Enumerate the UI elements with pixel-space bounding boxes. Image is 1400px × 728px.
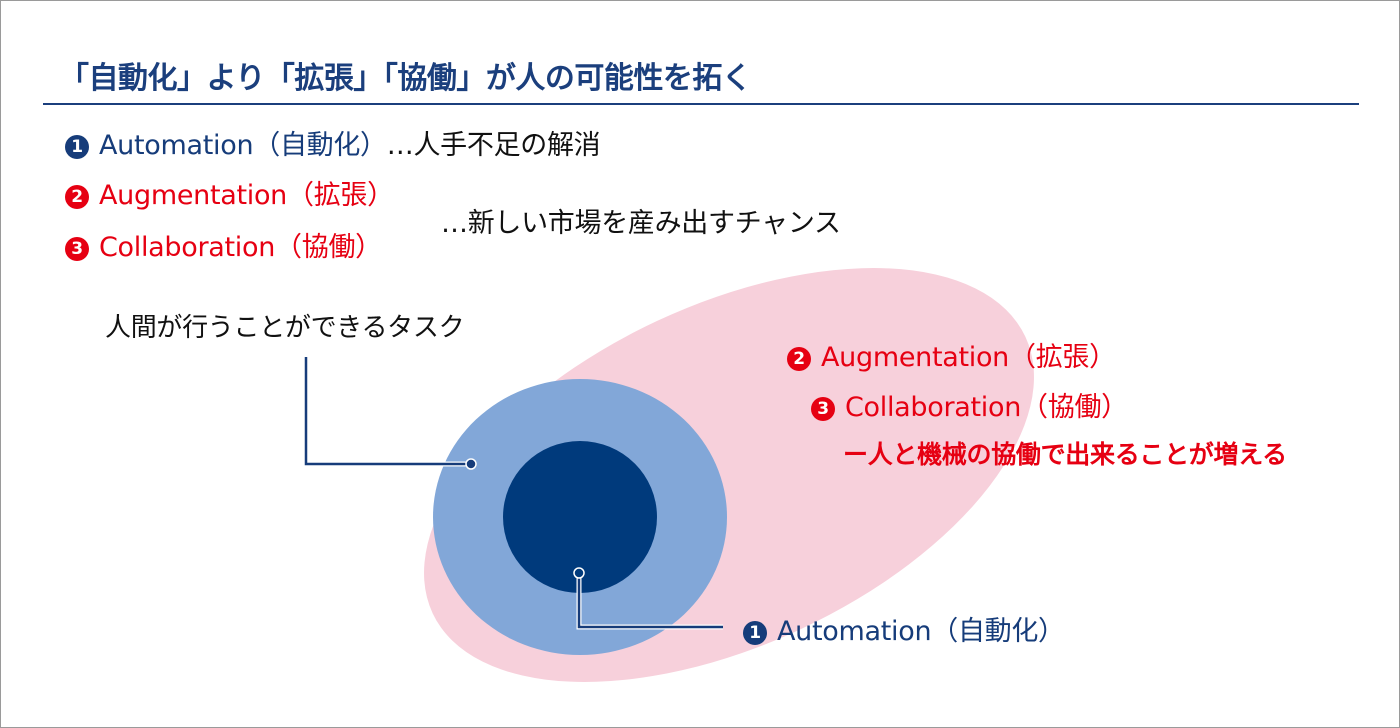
automation-region — [503, 441, 657, 593]
legend-item-collaboration: 3 Collaboration（協働） — [65, 225, 382, 264]
collaboration-text: Collaboration（協働） — [845, 392, 1128, 423]
human-tasks-label: 人間が行うことができるタスク — [105, 313, 465, 343]
legend-description: …人手不足の解消 — [386, 130, 601, 161]
human-tasks-callout-dot — [465, 458, 477, 470]
automation-text: Automation（自動化） — [777, 616, 1065, 647]
diagram-automation-label: 1 Automation（自動化） — [743, 609, 1065, 648]
legend-label: Collaboration（協働） — [99, 232, 382, 263]
legend-shared-description: …新しい市場を産み出すチャンス — [441, 208, 841, 239]
legend-label: Augmentation（拡張） — [99, 180, 394, 211]
human-tasks-callout-line — [303, 357, 469, 467]
collaboration-description: ー人と機械の協働で出来ることが増える — [843, 440, 1287, 469]
number-badge-2: 2 — [787, 347, 811, 371]
number-badge-1: 1 — [743, 621, 767, 645]
number-badge-1: 1 — [65, 135, 89, 159]
legend-label: Automation（自動化） — [99, 130, 387, 161]
automation-callout-dot — [573, 567, 585, 579]
diagram-augmentation-label: 2 Augmentation（拡張） — [787, 335, 1116, 374]
diagram-collaboration-label: 3 Collaboration（協働） — [811, 385, 1128, 424]
page-title: 「自動化」より「拡張」「協働」が人の可能性を拓く — [59, 61, 752, 96]
legend-item-augmentation: 2 Augmentation（拡張） — [65, 173, 394, 212]
number-badge-3: 3 — [65, 237, 89, 261]
number-badge-3: 3 — [811, 397, 835, 421]
title-divider — [43, 103, 1359, 105]
human-tasks-callout-line-inner — [304, 357, 469, 466]
legend-item-automation: 1 Automation（自動化）…人手不足の解消 — [65, 123, 601, 162]
augmentation-text: Augmentation（拡張） — [821, 342, 1116, 373]
number-badge-2: 2 — [65, 185, 89, 209]
automation-callout-line-inner — [577, 577, 723, 629]
